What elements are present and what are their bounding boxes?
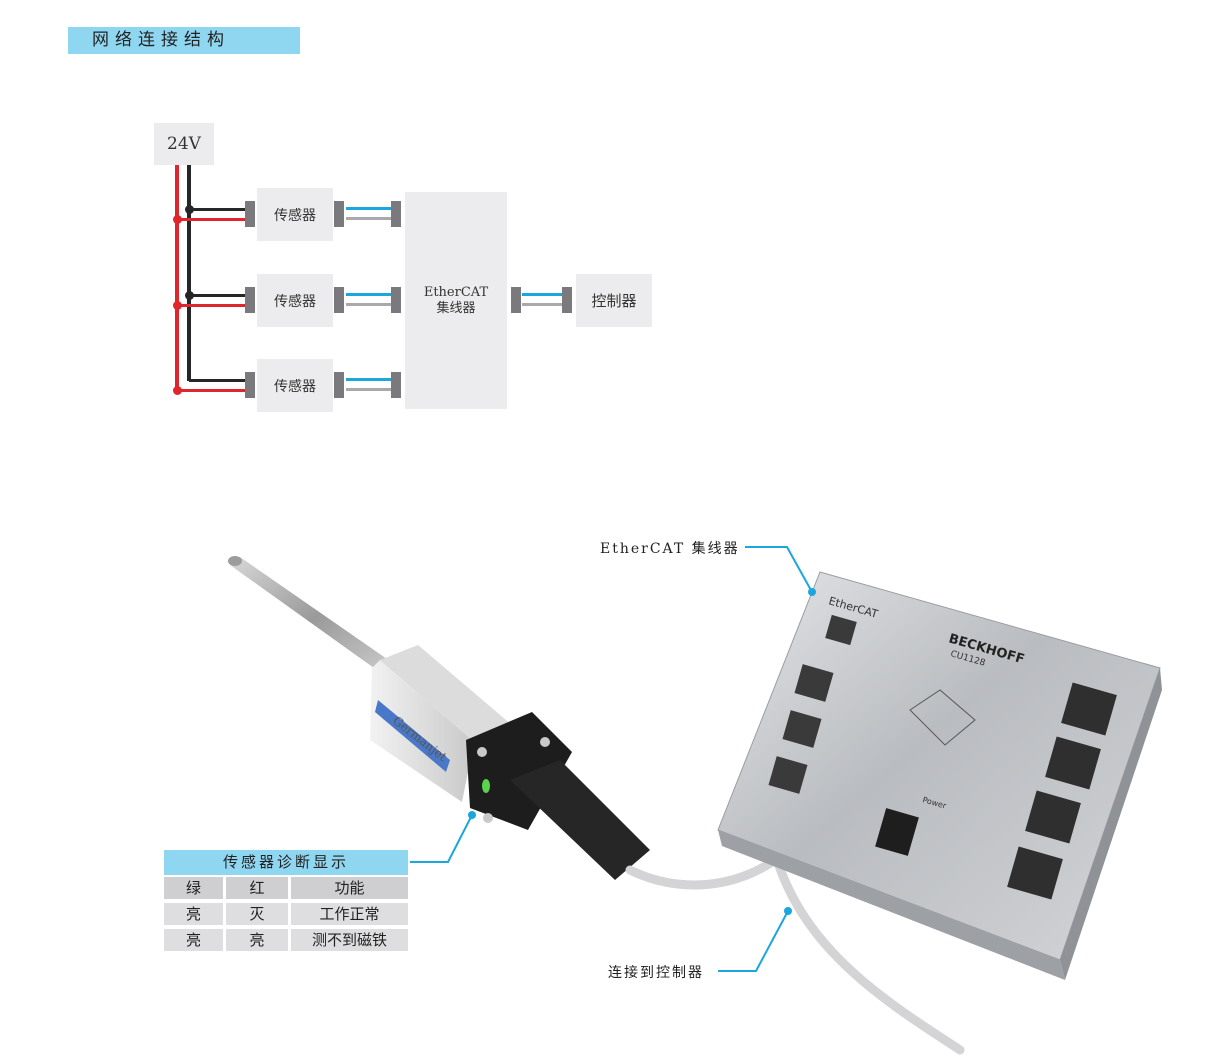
sensor-box: 传感器	[257, 359, 333, 412]
ethercat-hub-box: EtherCAT 集线器	[405, 192, 507, 409]
connector	[562, 287, 572, 313]
junction-dot	[173, 301, 182, 310]
port-group-right	[1007, 682, 1117, 900]
connector	[391, 287, 401, 313]
controller-box: 控制器	[576, 274, 652, 327]
power-rail-red	[175, 165, 179, 391]
ground-wire	[189, 294, 245, 297]
diag-cell: 亮	[164, 903, 223, 925]
ethernet-cable	[346, 207, 391, 210]
power-rail-black	[187, 165, 191, 381]
connector	[334, 287, 344, 313]
connector	[391, 372, 401, 398]
ethernet-cable	[346, 388, 391, 391]
port-group-left	[768, 614, 857, 794]
ethernet-cable	[346, 378, 391, 381]
product-photo: Germanjet BECKHOFF CU1128 EtherCAT Power	[228, 546, 1162, 1055]
connector	[334, 201, 344, 227]
power-supply-box: 24V	[154, 123, 214, 165]
junction-dot	[173, 386, 182, 395]
ethernet-cable	[346, 303, 391, 306]
ethernet-cable	[346, 217, 391, 220]
junction-dot	[185, 291, 194, 300]
connector	[391, 201, 401, 227]
diag-cell: 测不到磁铁	[291, 929, 408, 951]
sensor-rod	[228, 556, 400, 678]
sensor-box: 传感器	[257, 274, 333, 327]
callout-lines	[410, 546, 816, 972]
hub-label-line1: EtherCAT	[423, 284, 489, 300]
section-title: 网络连接结构	[68, 27, 300, 54]
connector	[334, 372, 344, 398]
callout-ethercat-hub: EtherCAT 集线器	[600, 541, 740, 557]
diag-table-title: 传感器诊断显示	[164, 850, 408, 875]
diag-cell: 亮	[226, 929, 288, 951]
callout-controller-connection: 连接到控制器	[608, 965, 704, 981]
sensor-body: Germanjet	[370, 645, 572, 830]
ethercat-hub-device: BECKHOFF CU1128 EtherCAT Power	[717, 571, 1162, 980]
ethernet-cable	[522, 303, 562, 306]
connector	[245, 201, 255, 227]
diag-header-red: 红	[226, 877, 288, 899]
connector	[511, 287, 521, 313]
status-led-green	[482, 779, 490, 793]
diag-cell: 灭	[226, 903, 288, 925]
connector	[245, 372, 255, 398]
ground-wire	[189, 208, 245, 211]
diag-header-function: 功能	[291, 877, 408, 899]
power-wire	[177, 304, 245, 307]
ethernet-cable	[346, 293, 391, 296]
junction-dot	[173, 215, 182, 224]
power-wire	[177, 389, 245, 392]
diag-cell: 亮	[164, 929, 223, 951]
connector	[245, 287, 255, 313]
junction-dot	[185, 205, 194, 214]
power-wire	[177, 218, 245, 221]
diag-cell: 工作正常	[291, 903, 408, 925]
ground-wire	[189, 379, 245, 382]
sensor-box: 传感器	[257, 188, 333, 241]
ethernet-cable	[522, 293, 562, 296]
diag-header-green: 绿	[164, 877, 223, 899]
hub-label-line2: 集线器	[436, 300, 476, 316]
power-terminal	[875, 808, 919, 856]
